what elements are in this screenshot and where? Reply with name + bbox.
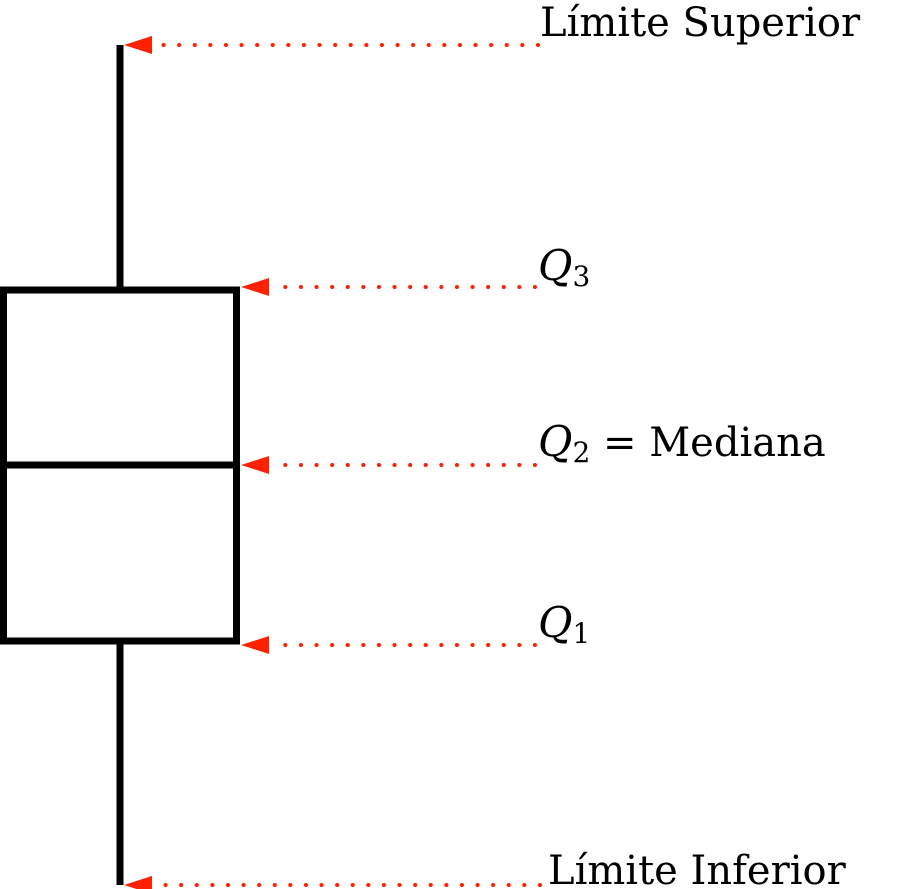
q1-label: Q1 bbox=[538, 598, 590, 650]
q2-median-text: = Mediana bbox=[590, 420, 825, 466]
upper-limit-label: Límite Superior bbox=[540, 0, 861, 46]
q2-subscript: 2 bbox=[572, 436, 590, 469]
q3-letter: Q bbox=[538, 241, 572, 290]
q2-label: Q2 = Mediana bbox=[538, 417, 826, 469]
q3-subscript: 3 bbox=[572, 260, 590, 293]
q1-subscript: 1 bbox=[572, 617, 590, 650]
upper-limit-arrow bbox=[124, 36, 540, 54]
lower-limit-arrow bbox=[124, 876, 542, 889]
q2-arrow bbox=[241, 456, 537, 474]
q1-letter: Q bbox=[538, 598, 572, 647]
q3-arrow bbox=[241, 278, 537, 296]
q2-letter: Q bbox=[538, 417, 572, 466]
q1-arrow bbox=[241, 636, 537, 654]
q3-label: Q3 bbox=[538, 241, 590, 293]
lower-limit-label: Límite Inferior bbox=[548, 848, 847, 889]
